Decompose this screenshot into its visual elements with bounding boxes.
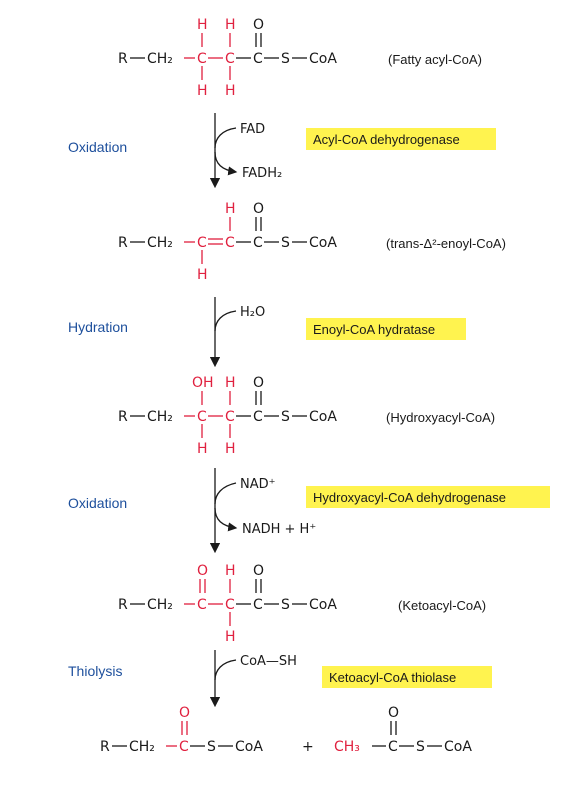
enzyme-box-2 <box>306 318 466 340</box>
beta-hydroxyl: OH <box>192 375 214 391</box>
alpha-carbon: C <box>225 409 235 425</box>
cofactor-coash: CoA—SH <box>240 654 297 669</box>
cofactor-fad: FAD <box>240 122 265 137</box>
r-group: R <box>100 739 110 755</box>
compound-label-ketoacyl-coa: (Ketoacyl-CoA) <box>398 598 486 613</box>
fatty-acyl-coa-structure: R CH₂ C C C S CoA H H O H H <box>118 17 337 99</box>
step-3-label: Oxidation <box>68 495 127 511</box>
enzyme-box-3 <box>306 486 550 508</box>
carbonyl-carbon: C <box>253 235 263 251</box>
sulfur-atom: S <box>281 51 290 67</box>
carbonyl-oxygen: O <box>253 17 264 33</box>
enzyme-hydroxyacyl-coa-dehydrogenase: Hydroxyacyl-CoA dehydrogenase <box>313 490 506 505</box>
carbonyl-carbon: C <box>388 739 398 755</box>
r-group: R <box>118 409 128 425</box>
ch2-group: CH₂ <box>147 409 173 425</box>
coa-group: CoA <box>309 51 337 67</box>
coa-group: CoA <box>444 739 472 755</box>
step-1-arrow <box>209 113 238 189</box>
coa-group: CoA <box>235 739 263 755</box>
step-4-label: Thiolysis <box>68 663 122 679</box>
alpha-carbon: C <box>225 51 235 67</box>
cofactor-h2o: H₂O <box>240 305 265 320</box>
new-carbonyl-oxygen: O <box>179 705 190 721</box>
product-acyl-coa: R CH₂ C S CoA O <box>100 705 263 755</box>
step-1-label: Oxidation <box>68 139 127 155</box>
ch2-group: CH₂ <box>147 235 173 251</box>
ch2-group: CH₂ <box>147 597 173 613</box>
carbonyl-carbon: C <box>253 409 263 425</box>
r-group: R <box>118 597 128 613</box>
beta-carbon: C <box>197 597 207 613</box>
beta-carbon: C <box>197 235 207 251</box>
alpha-carbon: C <box>225 597 235 613</box>
ch2-group: CH₂ <box>129 739 155 755</box>
r-group: R <box>118 51 128 67</box>
hydroxyacyl-coa-structure: R CH₂ C C C S CoA OH H O H H <box>118 375 337 457</box>
carbonyl-carbon: C <box>253 51 263 67</box>
coa-group: CoA <box>309 409 337 425</box>
new-carbonyl-carbon: C <box>179 739 189 755</box>
cofactor-nadh: NADH + H⁺ <box>242 522 316 537</box>
cofactor-nad: NAD⁺ <box>240 477 276 492</box>
beta-carbon: C <box>197 409 207 425</box>
sulfur-atom: S <box>416 739 425 755</box>
carbonyl-oxygen: O <box>388 705 399 721</box>
sulfur-atom: S <box>281 597 290 613</box>
beta-carbon: C <box>197 51 207 67</box>
sulfur-atom: S <box>281 235 290 251</box>
alpha-h-top: H <box>225 201 236 217</box>
carbonyl-oxygen: O <box>253 563 264 579</box>
ketoacyl-coa-structure: R CH₂ C C C S CoA O H O H <box>118 563 337 645</box>
alpha-h-bottom: H <box>225 629 236 645</box>
beta-h-bottom: H <box>197 83 208 99</box>
methyl-group: CH₃ <box>334 739 360 755</box>
alpha-h-top: H <box>225 17 236 33</box>
sulfur-atom: S <box>207 739 216 755</box>
alpha-h-top: H <box>225 563 236 579</box>
compound-label-hydroxyacyl-coa: (Hydroxyacyl-CoA) <box>386 410 495 425</box>
coa-group: CoA <box>309 235 337 251</box>
alpha-carbon: C <box>225 235 235 251</box>
enzyme-box-4 <box>322 666 492 688</box>
beta-h-top: H <box>197 17 208 33</box>
beta-h-bottom: H <box>197 267 208 283</box>
beta-keto-oxygen: O <box>197 563 208 579</box>
step-2-label: Hydration <box>68 319 128 335</box>
ch2-group: CH₂ <box>147 51 173 67</box>
sulfur-atom: S <box>281 409 290 425</box>
product-acetyl-coa: CH₃ C S CoA O <box>334 705 472 755</box>
carbonyl-carbon: C <box>253 597 263 613</box>
carbonyl-oxygen: O <box>253 375 264 391</box>
enzyme-box-1 <box>306 128 496 150</box>
enzyme-enoyl-coa-hydratase: Enoyl-CoA hydratase <box>313 322 435 337</box>
enzyme-ketoacyl-coa-thiolase: Ketoacyl-CoA thiolase <box>329 670 456 685</box>
carbonyl-oxygen: O <box>253 201 264 217</box>
alpha-h-top: H <box>225 375 236 391</box>
step-2-arrow <box>209 297 237 368</box>
step-3-arrow <box>209 468 238 554</box>
step-4-arrow <box>209 650 237 708</box>
plus-sign: + <box>302 739 314 755</box>
beta-h-bottom: H <box>197 441 208 457</box>
alpha-h-bottom: H <box>225 441 236 457</box>
enoyl-coa-structure: R CH₂ C C C S CoA H O H <box>118 201 337 283</box>
r-group: R <box>118 235 128 251</box>
enzyme-acyl-coa-dehydrogenase: Acyl-CoA dehydrogenase <box>313 132 460 147</box>
compound-label-enoyl-coa: (trans-Δ²-enoyl-CoA) <box>386 236 506 251</box>
compound-label-fatty-acyl-coa: (Fatty acyl-CoA) <box>388 52 482 67</box>
cofactor-fadh2: FADH₂ <box>242 166 282 181</box>
alpha-h-bottom: H <box>225 83 236 99</box>
coa-group: CoA <box>309 597 337 613</box>
